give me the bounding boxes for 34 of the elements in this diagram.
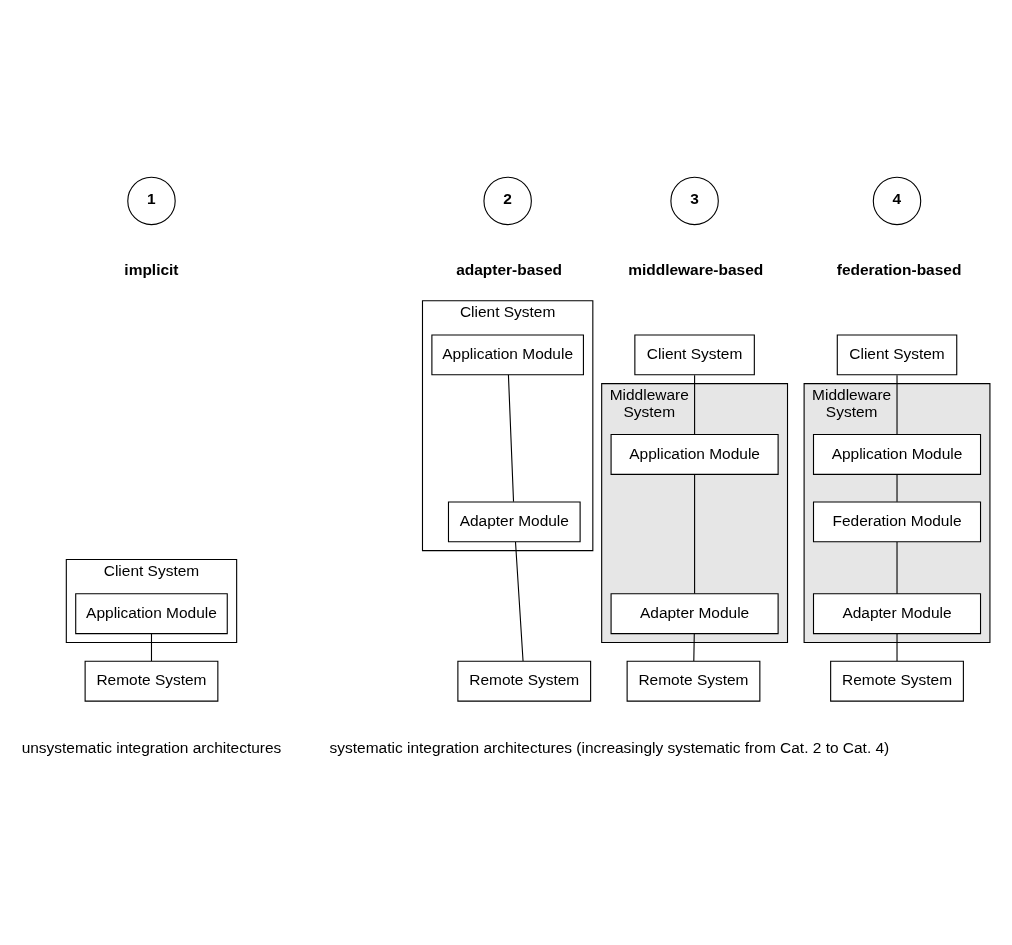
node-box: Remote System xyxy=(457,660,592,702)
label: implicit xyxy=(124,260,179,278)
node-circle: 1 xyxy=(127,176,176,225)
node-box: Remote System xyxy=(626,660,761,702)
connector xyxy=(896,374,898,435)
label: federation-based xyxy=(836,260,962,278)
node-box: Client System xyxy=(634,333,755,375)
connector xyxy=(896,632,898,662)
connector xyxy=(694,374,696,435)
connector xyxy=(896,473,898,502)
node-box: Adapter Module xyxy=(610,592,779,634)
node-box: Remote System xyxy=(830,660,964,702)
node-circle: 3 xyxy=(670,176,719,225)
label: systematic integration architectures (increasingly systematic from Cat. 2 to Cat. 4) xyxy=(329,738,890,756)
node-box: Client System xyxy=(836,333,958,375)
connector xyxy=(514,540,524,662)
connector xyxy=(507,373,515,502)
connector xyxy=(694,473,696,594)
node-box: Application Module xyxy=(431,333,584,375)
connector xyxy=(693,632,695,662)
connector xyxy=(896,540,898,594)
node-box: Application Module xyxy=(610,433,779,475)
label: adapter-based xyxy=(456,260,562,278)
node-box: Application Module xyxy=(75,592,228,634)
connector xyxy=(150,632,153,662)
node-box: Adapter Module xyxy=(812,592,982,634)
label: unsystematic integration architectures xyxy=(21,738,282,756)
node-box: Remote System xyxy=(84,660,219,702)
node-circle: 4 xyxy=(872,176,922,225)
label: middleware-based xyxy=(628,260,764,278)
node-circle: 2 xyxy=(483,176,532,225)
node-box: Application Module xyxy=(812,433,982,475)
node-box: Federation Module xyxy=(812,500,982,542)
node-box: Adapter Module xyxy=(447,500,581,542)
